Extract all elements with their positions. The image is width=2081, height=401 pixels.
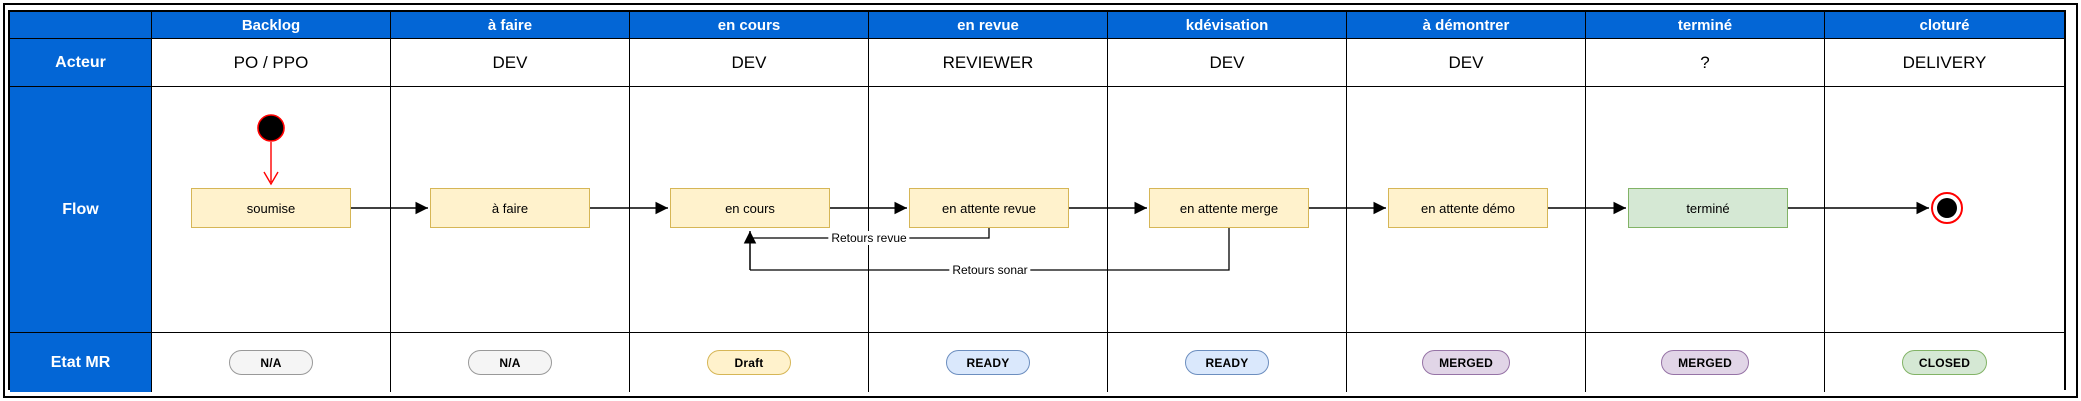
flow-lane-a-demontrer [1347,87,1586,333]
row-label-flow: Flow [10,87,152,333]
row-label-etat-mr: Etat MR [10,333,152,392]
edge-label-retours-revue: Retours revue [828,231,910,245]
column-header-en-cours: en cours [630,12,869,39]
flow-lane-kdevisation [1108,87,1347,333]
flow-lane-en-revue [869,87,1108,333]
mr-status-badge: MERGED [1422,350,1510,375]
mr-state-cell-en-revue: READY [869,333,1108,392]
mr-status-badge: N/A [229,350,313,375]
mr-status-badge: READY [1185,350,1269,375]
mr-status-badge: CLOSED [1901,350,1988,375]
flow-state-en-attente-merge: en attente merge [1149,188,1309,228]
flow-state-soumise: soumise [191,188,351,228]
column-header-backlog: Backlog [152,12,391,39]
mr-state-cell-cloture: CLOSED [1825,333,2064,392]
flow-state-a-faire: à faire [430,188,590,228]
actor-cell-backlog: PO / PPO [152,39,391,87]
mr-state-cell-termine: MERGED [1586,333,1825,392]
flow-lane-backlog [152,87,391,333]
actor-cell-kdevisation: DEV [1108,39,1347,87]
flow-state-termine: terminé [1628,188,1788,228]
flow-lane-en-cours [630,87,869,333]
column-header-a-demontrer: à démontrer [1347,12,1586,39]
mr-state-cell-a-demontrer: MERGED [1347,333,1586,392]
flow-state-en-attente-demo: en attente démo [1388,188,1548,228]
column-header-en-revue: en revue [869,12,1108,39]
actor-cell-en-cours: DEV [630,39,869,87]
mr-status-badge: N/A [468,350,552,375]
mr-status-badge: READY [946,350,1030,375]
actor-cell-termine: ? [1586,39,1825,87]
mr-status-badge: MERGED [1661,350,1749,375]
actor-cell-a-demontrer: DEV [1347,39,1586,87]
row-label-acteur: Acteur [10,39,152,87]
actor-cell-cloture: DELIVERY [1825,39,2064,87]
actor-cell-a-faire: DEV [391,39,630,87]
flow-lane-cloture [1825,87,2064,333]
mr-state-cell-backlog: N/A [152,333,391,392]
flow-state-en-cours: en cours [670,188,830,228]
mr-state-cell-kdevisation: READY [1108,333,1347,392]
column-header-termine: terminé [1586,12,1825,39]
corner-cell [10,12,152,39]
column-header-a-faire: à faire [391,12,630,39]
flow-state-en-attente-revue: en attente revue [909,188,1069,228]
mr-status-badge: Draft [707,350,791,375]
column-header-kdevisation: kdévisation [1108,12,1347,39]
mr-state-cell-a-faire: N/A [391,333,630,392]
mr-state-cell-en-cours: Draft [630,333,869,392]
flow-lane-termine [1586,87,1825,333]
actor-cell-en-revue: REVIEWER [869,39,1108,87]
column-header-cloture: cloturé [1825,12,2064,39]
flow-lane-a-faire [391,87,630,333]
edge-label-retours-sonar: Retours sonar [949,263,1031,277]
